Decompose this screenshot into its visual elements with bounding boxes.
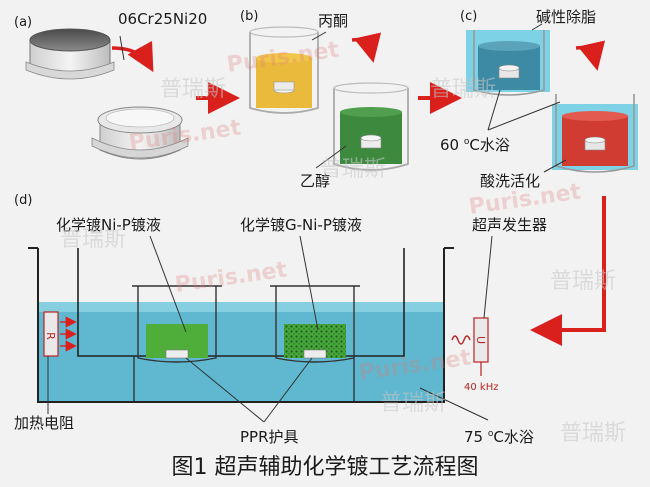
panel-c-tag: (c): [460, 9, 477, 24]
fixture-pointer-a: [185, 357, 265, 423]
fixture-label: PPR护具: [240, 428, 299, 446]
gnip-label: 化学镀G-Ni-P镀液: [240, 216, 362, 234]
nip-label: 化学镀Ni-P镀液: [56, 216, 161, 234]
degrease-pointer: [531, 23, 543, 31]
ethanol-label: 乙醇: [300, 172, 330, 190]
bath60-pointer-b: [487, 89, 501, 131]
ethanol-pointer: [315, 145, 347, 169]
svg-text:普瑞斯: 普瑞斯: [550, 269, 616, 294]
figure-caption: 图1 超声辅助化学镀工艺流程图: [172, 455, 479, 480]
material-pointer: [119, 35, 125, 61]
nip-beaker: [132, 285, 222, 363]
sample-material-label: 06Cr25Ni20: [118, 10, 207, 28]
svg-text:普瑞斯: 普瑞斯: [560, 421, 626, 446]
acetone-to-ethanol-arrow: [351, 32, 382, 63]
ultrasonic-pointer: [483, 235, 493, 319]
nip-pointer: [149, 235, 187, 333]
ultrasonic-label: 超声发生器: [472, 216, 547, 234]
bath-75-label: 75 oC水浴: [464, 428, 534, 446]
degrease-to-pickling-arrow: [575, 40, 606, 71]
degrease-bath: [466, 30, 550, 96]
fixture-pointer-b: [263, 357, 313, 423]
inner-tank: [77, 248, 405, 402]
sample-disk-top: [25, 28, 115, 80]
arrow-c-to-d: [530, 196, 606, 346]
panel-d-tag: (d): [14, 193, 32, 208]
flip-arrow: [111, 40, 154, 73]
acetone-label: 丙酮: [318, 12, 348, 30]
heater-letter: R: [44, 332, 57, 340]
bath75-pointer: [419, 387, 489, 421]
frequency-label: 40 kHz: [464, 382, 498, 393]
gnip-beaker: [270, 285, 360, 363]
gnip-pointer: [299, 235, 319, 331]
panel-b-tag: (b): [240, 9, 258, 24]
ultrasonic-transducer: U: [451, 317, 489, 376]
pickling-bath: [552, 94, 638, 173]
acetone-beaker: [249, 26, 319, 114]
heater-label: 加热电阻: [14, 414, 74, 432]
degrease-label: 碱性除脂: [536, 8, 596, 26]
svg-text:Puris.net: Puris.net: [173, 257, 289, 298]
bath60-pointer-a: [487, 101, 561, 131]
pickling-pointer: [543, 159, 567, 173]
panel-a-tag: (a): [14, 15, 32, 30]
bath-75: [28, 247, 454, 403]
ethanol-beaker: [333, 82, 409, 171]
wave-icon: [451, 335, 471, 345]
pickling-label: 酸洗活化: [480, 172, 540, 190]
acetone-pointer: [311, 31, 327, 41]
heater: R: [43, 311, 77, 357]
sample-disk-bottom: [91, 106, 189, 160]
bath-60-label: 60 oC水浴: [440, 136, 510, 154]
transducer-letter: U: [474, 336, 487, 344]
